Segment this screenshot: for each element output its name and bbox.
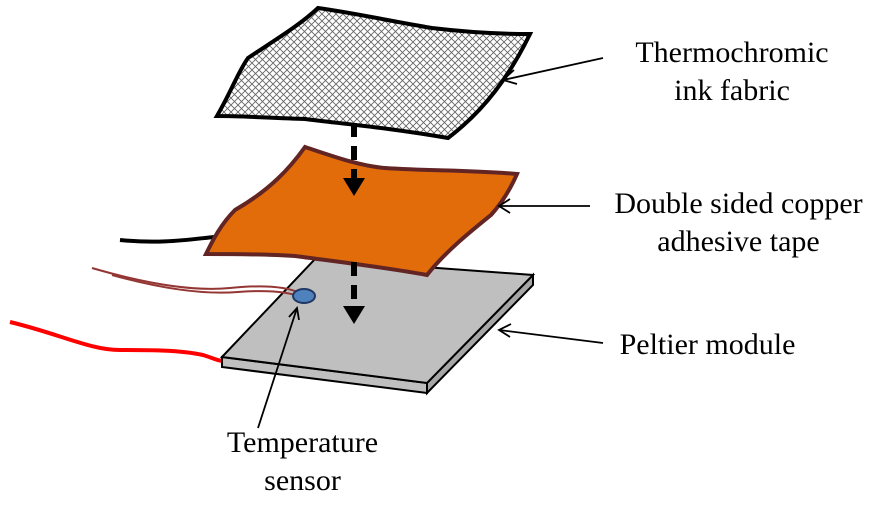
copper-tape-wire bbox=[119, 235, 215, 244]
label-line: ink fabric bbox=[674, 74, 790, 107]
peltier-module bbox=[219, 257, 536, 396]
temperature-sensor bbox=[292, 288, 316, 304]
pointer-fabric bbox=[501, 57, 604, 85]
temperature-sensor-label: Temperature sensor bbox=[210, 424, 395, 500]
pointer-peltier bbox=[497, 323, 604, 344]
label-line: sensor bbox=[264, 464, 341, 497]
arrow-fabric-to-tape bbox=[343, 123, 365, 196]
sensor-wire-2 bbox=[111, 274, 303, 298]
label-line: Temperature bbox=[226, 426, 379, 459]
copper-tape bbox=[202, 144, 520, 278]
thermochromic-fabric bbox=[213, 5, 534, 141]
label-line: Double sided copper bbox=[614, 187, 863, 220]
label-line: Peltier module bbox=[619, 328, 796, 361]
peltier-module-label: Peltier module bbox=[600, 326, 815, 364]
pointer-sensor bbox=[257, 305, 300, 429]
label-line: Thermochromic bbox=[635, 36, 829, 69]
label-line: adhesive tape bbox=[657, 225, 820, 258]
copper-tape-label: Double sided copper adhesive tape bbox=[586, 185, 891, 261]
sensor-wire-1 bbox=[91, 267, 301, 294]
thermochromic-fabric-label: Thermochromic ink fabric bbox=[612, 34, 852, 110]
peltier-power-wire bbox=[9, 320, 223, 363]
arrow-tape-to-peltier bbox=[343, 262, 365, 324]
pointer-tape bbox=[497, 198, 590, 214]
